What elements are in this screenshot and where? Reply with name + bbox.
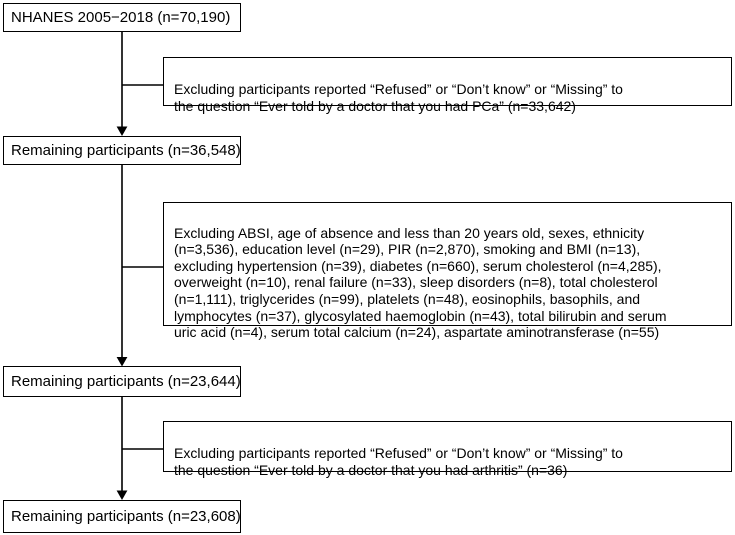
node-remaining-after-covariates-label: Remaining participants (n=23,644) <box>11 373 241 390</box>
node-remaining-final: Remaining participants (n=23,608) <box>3 500 241 533</box>
node-remaining-after-pca-label: Remaining participants (n=36,548) <box>11 142 241 159</box>
exclusion-box-covariates-text: Excluding ABSI, age of absence and less … <box>174 224 667 341</box>
exclusion-box-pca-text: Excluding participants reported “Refused… <box>174 81 623 114</box>
arrow-down-icon-1 <box>116 126 128 136</box>
exclusion-box-covariates: Excluding ABSI, age of absence and less … <box>163 202 732 340</box>
node-nhanes-total: NHANES 2005−2018 (n=70,190) <box>3 3 241 32</box>
node-remaining-after-pca: Remaining participants (n=36,548) <box>3 136 241 165</box>
exclusion-box-arthritis: Excluding participants reported “Refused… <box>163 421 732 478</box>
node-remaining-after-covariates: Remaining participants (n=23,644) <box>3 366 241 397</box>
arrow-down-icon-3 <box>116 490 128 500</box>
exclusion-box-arthritis-text: Excluding participants reported “Refused… <box>174 445 623 478</box>
exclusion-box-pca: Excluding participants reported “Refused… <box>163 57 732 114</box>
node-remaining-final-label: Remaining participants (n=23,608) <box>11 508 241 525</box>
node-nhanes-total-label: NHANES 2005−2018 (n=70,190) <box>11 9 231 26</box>
